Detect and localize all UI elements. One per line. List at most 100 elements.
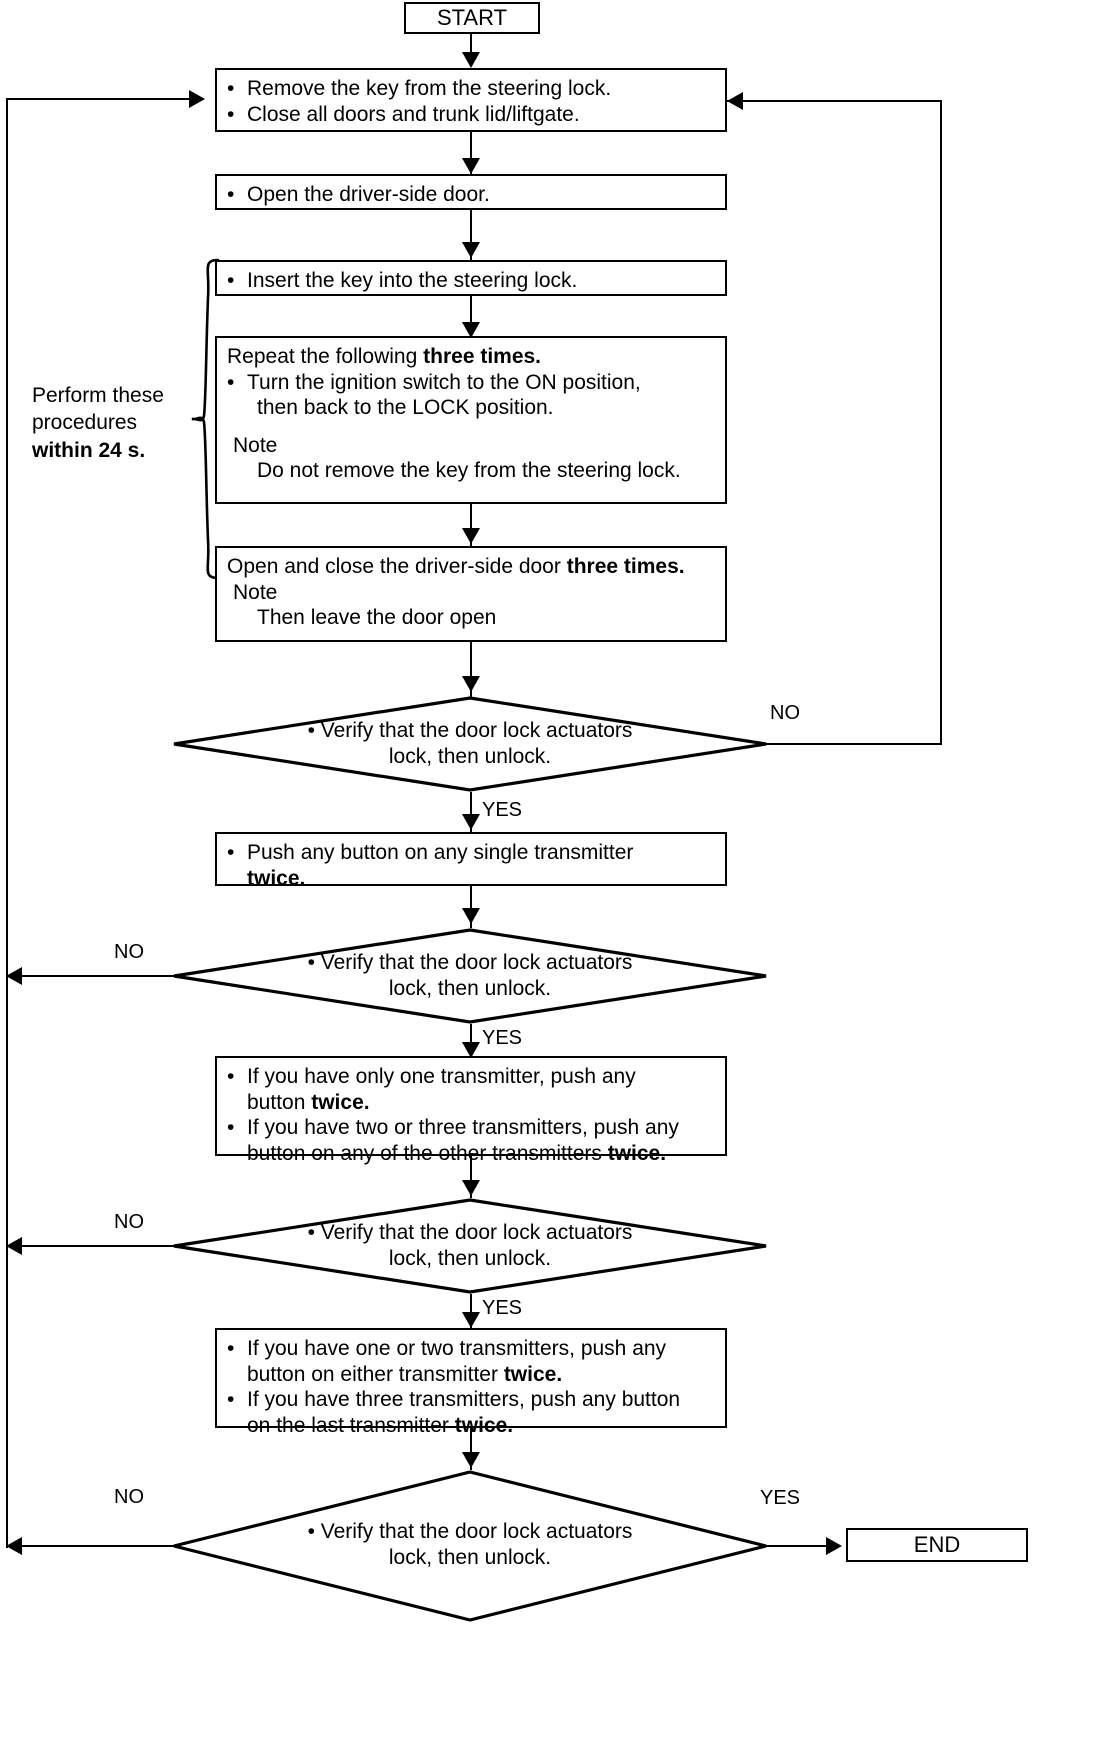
arrowhead-step4-to-step5 — [462, 528, 480, 544]
edge-step7-to-decision3 — [470, 1156, 472, 1198]
step7-bullet-1-line1: If you have only one transmitter, push a… — [247, 1065, 636, 1088]
arrowhead-step2-to-step3 — [462, 242, 480, 258]
step7-bullet-2-line1: If you have two or three transmitters, p… — [247, 1116, 679, 1140]
step6-bullet-1-line2: twice. — [227, 866, 717, 892]
edge-step8-to-decision4 — [470, 1428, 472, 1470]
arrowhead-decision2-yes — [462, 1042, 480, 1058]
edge-step6-to-decision2 — [470, 886, 472, 928]
brace-note-line1: Perform these — [32, 384, 164, 407]
edge-step4-to-step5 — [470, 504, 472, 546]
step5-note-label: Note — [233, 580, 278, 604]
arrowhead-step3-to-step4 — [462, 322, 480, 338]
step7-bullet-2-line2-bold: twice. — [607, 1141, 667, 1165]
edge-step2-to-step3 — [470, 210, 472, 260]
arrowhead-start-to-step1 — [462, 52, 480, 68]
step5-note-text: Then leave the door open — [257, 606, 497, 630]
edge-start-to-step1 — [470, 34, 472, 60]
step4-heading-plain: Repeat the following — [227, 345, 424, 368]
step8-bullet-2-line2-bold: twice. — [454, 1413, 514, 1437]
node-step6: Push any button on any single transmitte… — [215, 832, 727, 890]
step7-bullet-2-line2-plain: button on any of the other transmitters — [247, 1141, 608, 1165]
step7-bullet-1-line2-bold: twice. — [311, 1090, 370, 1114]
node-step5: Open and close the driver-side door thre… — [215, 546, 727, 642]
arrowhead-decision4-yes — [826, 1537, 842, 1555]
step4-heading-bold: three times. — [423, 345, 542, 368]
step5-heading-plain: Open and close the driver-side door — [227, 555, 567, 578]
arrowhead-step6-to-decision2 — [462, 908, 480, 924]
node-end-label: END — [913, 1532, 961, 1557]
brace-note-line3: within 24 s. — [32, 438, 146, 462]
node-decision1: • Verify that the door lock actuators lo… — [172, 696, 768, 792]
step4-spacer — [227, 421, 717, 433]
node-step3: Insert the key into the steering lock. — [215, 260, 727, 296]
brace-note-line2: procedures — [32, 411, 138, 435]
grouping-brace — [188, 258, 222, 580]
node-decision3: • Verify that the door lock actuators lo… — [172, 1198, 768, 1294]
edge-step3-to-step4 — [470, 296, 472, 338]
step4-bullet-1-line1: Turn the ignition switch to the ON posit… — [247, 370, 641, 394]
node-start-label: START — [436, 5, 508, 30]
node-decision4: • Verify that the door lock actuators lo… — [172, 1470, 768, 1622]
arrowhead-step5-to-decision1 — [462, 676, 480, 692]
step6-bullet-1-line1: Push any button on any single transmitte… — [247, 841, 634, 864]
step7-bullet-1-line2-plain: button — [247, 1090, 312, 1114]
edge-left-return-to-step1 — [6, 98, 191, 100]
edge-decision4-yes — [766, 1545, 828, 1547]
step4-note-label: Note — [233, 433, 278, 457]
label-decision1-yes: YES — [482, 799, 523, 821]
node-step2: Open the driver-side door. — [215, 174, 727, 210]
arrowhead-decision4-no — [6, 1537, 22, 1555]
step4-bullet-1: Turn the ignition switch to the ON posit… — [227, 370, 717, 396]
arrowhead-decision1-no — [727, 92, 743, 110]
arrowhead-left-return-to-step1 — [189, 90, 205, 108]
step8-bullet-1: If you have one or two transmitters, pus… — [227, 1336, 717, 1362]
step5-heading: Open and close the driver-side door thre… — [227, 554, 717, 580]
step3-bullet-1: Insert the key into the steering lock. — [227, 268, 717, 294]
arrowhead-decision3-yes — [462, 1312, 480, 1328]
node-step7: If you have only one transmitter, push a… — [215, 1056, 727, 1165]
node-decision2: • Verify that the door lock actuators lo… — [172, 928, 768, 1024]
edge-decision4-no — [22, 1545, 174, 1547]
edge-decision1-no-return — [727, 100, 942, 102]
edge-decision1-yes — [470, 792, 472, 834]
step5-heading-bold: three times. — [566, 555, 685, 578]
label-decision3-no: NO — [114, 1211, 144, 1233]
step8-bullet-2-line2: on the last transmitter twice. — [227, 1413, 717, 1439]
step4-heading: Repeat the following three times. — [227, 344, 717, 370]
label-decision3-yes: YES — [482, 1297, 523, 1319]
step6-bullet-1-line2-bold: twice. — [247, 866, 306, 890]
arrowhead-step8-to-decision4 — [462, 1452, 480, 1468]
node-end: END — [846, 1528, 1028, 1562]
step8-bullet-1-line2-bold: twice. — [503, 1362, 563, 1386]
step8-bullet-1-line1: If you have one or two transmitters, pus… — [247, 1337, 667, 1360]
arrowhead-decision3-no — [6, 1237, 22, 1255]
label-decision2-yes: YES — [482, 1027, 523, 1049]
label-decision4-yes: YES — [760, 1487, 801, 1509]
step6-bullet-1: Push any button on any single transmitte… — [227, 840, 717, 866]
edge-left-return-rail — [6, 98, 8, 1548]
node-step1: Remove the key from the steering lock. C… — [215, 68, 727, 132]
label-decision1-no: NO — [770, 702, 800, 724]
step7-bullet-1-line2: button twice. — [227, 1090, 717, 1116]
step1-bullet-2: Close all doors and trunk lid/liftgate. — [227, 102, 717, 128]
step8-bullet-1-line2-plain: button on either transmitter — [247, 1362, 504, 1386]
step8-bullet-1-line2: button on either transmitter twice. — [227, 1362, 717, 1388]
step1-bullet-1: Remove the key from the steering lock. — [227, 76, 717, 102]
edge-step5-to-decision1 — [470, 642, 472, 698]
step4-bullet-1-line2: then back to the LOCK position. — [257, 396, 554, 420]
step7-bullet-1: If you have only one transmitter, push a… — [227, 1064, 717, 1090]
node-start: START — [404, 2, 540, 34]
step7-bullet-2-line2: button on any of the other transmitters … — [227, 1141, 717, 1167]
edge-decision3-no — [22, 1245, 174, 1247]
step8-bullet-2-line2-plain: on the last transmitter — [247, 1413, 455, 1437]
edge-decision1-no-horizontal — [766, 743, 942, 745]
node-step4: Repeat the following three times. Turn t… — [215, 336, 727, 504]
step4-note-text: Do not remove the key from the steering … — [257, 459, 681, 483]
arrowhead-step1-to-step2 — [462, 158, 480, 174]
arrowhead-decision1-yes — [462, 814, 480, 830]
arrowhead-step7-to-decision3 — [462, 1180, 480, 1196]
step2-bullet-1: Open the driver-side door. — [227, 182, 717, 208]
edge-decision1-no-vertical — [940, 100, 942, 745]
brace-note: Perform these procedures within 24 s. — [32, 382, 182, 464]
